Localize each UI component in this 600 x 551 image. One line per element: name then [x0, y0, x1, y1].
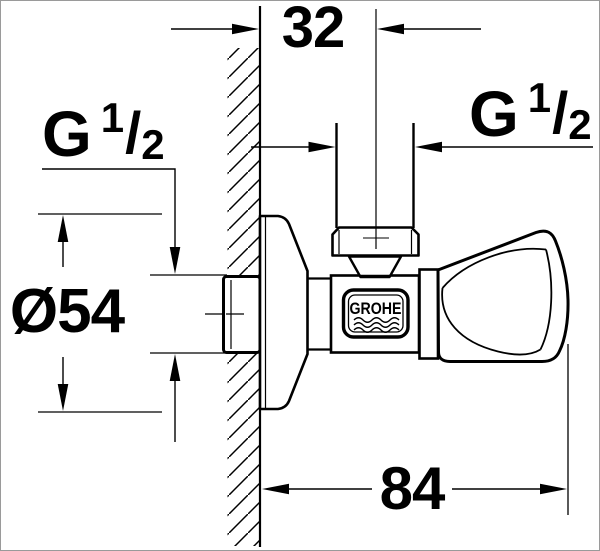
dimension-thread-left	[42, 168, 227, 442]
dimension-diameter-54	[38, 213, 162, 413]
center-lines	[205, 9, 389, 315]
dimension-label-diameter-54: Ø54	[9, 277, 125, 346]
thread-left-numerator: 1	[100, 94, 125, 141]
thread-right-numerator: 1	[527, 74, 552, 121]
thread-right-prefix: G	[469, 78, 519, 150]
grohe-wave-icon	[353, 317, 400, 333]
thread-left-slash: /	[125, 101, 142, 166]
outlet-boss	[347, 255, 403, 279]
thread-right-denominator: 2	[568, 101, 592, 148]
thread-left-denominator: 2	[141, 121, 165, 168]
dimension-label-32: 32	[281, 0, 346, 60]
thread-right-slash: /	[552, 81, 569, 146]
handle-knob	[436, 229, 570, 363]
dimension-84	[262, 344, 569, 515]
valve-neck	[307, 277, 332, 351]
supply-pipe	[335, 123, 415, 229]
escutcheon-cone	[258, 214, 309, 411]
grohe-badge: GROHE	[341, 288, 410, 339]
handle-collar	[418, 268, 440, 360]
dimension-32	[171, 23, 481, 35]
dimension-label-84: 84	[379, 455, 446, 522]
dimension-thread-top	[251, 141, 593, 153]
thread-label-left: G 1 / 2	[42, 97, 165, 170]
grohe-logo-text: GROHE	[350, 300, 402, 318]
thread-left-prefix: G	[42, 98, 92, 170]
thread-label-right: G 1 / 2	[469, 77, 592, 150]
